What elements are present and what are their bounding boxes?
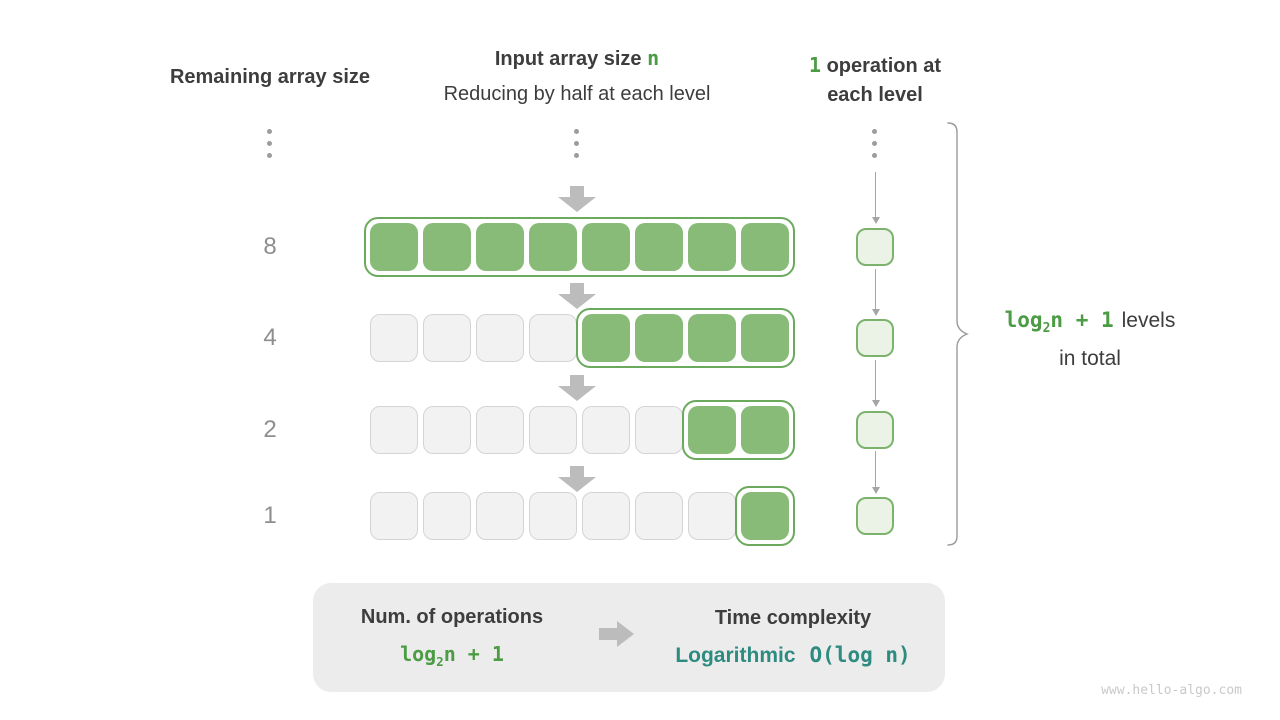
operation-cell	[856, 228, 894, 266]
array-cell-gray	[582, 406, 630, 454]
down-arrow-icon	[558, 186, 596, 212]
operation-cell	[856, 497, 894, 535]
input-array-size-text: Input array size	[494, 48, 642, 70]
time-complexity-title: Time complexity	[714, 607, 872, 629]
in-total-text: in total	[1059, 347, 1121, 371]
one-operation-count: 1	[808, 53, 822, 77]
row-label: 2	[263, 416, 277, 443]
active-subarray	[576, 308, 795, 368]
operation-cell	[856, 411, 894, 449]
vertical-ellipsis-icon	[267, 129, 272, 158]
array-row	[364, 217, 795, 277]
each-level-text: each level	[827, 84, 923, 106]
down-arrow-icon	[558, 375, 596, 401]
arrow-line-icon	[871, 269, 880, 316]
remaining-array-size-header: Remaining array size	[169, 66, 371, 88]
array-cell-green	[635, 223, 683, 271]
time-complexity-group: Time complexity Logarithmic O(log n)	[655, 583, 931, 692]
array-row	[370, 308, 795, 368]
array-cell-green	[529, 223, 577, 271]
array-cell-green	[476, 223, 524, 271]
num-operations-title: Num. of operations	[360, 606, 544, 628]
array-cell-gray	[635, 406, 683, 454]
log2n-plus-1-formula: log2n + 1	[1004, 308, 1114, 337]
array-cell-green	[741, 314, 789, 362]
operation-cell	[856, 319, 894, 357]
down-arrow-icon	[558, 466, 596, 492]
array-cell-gray	[423, 314, 471, 362]
n-variable: n	[647, 46, 660, 70]
active-subarray	[364, 217, 795, 277]
curly-brace	[947, 122, 969, 546]
num-operations-formula: log2n + 1	[400, 642, 504, 669]
vertical-ellipsis-icon	[872, 129, 877, 158]
array-cell-gray	[370, 314, 418, 362]
site-watermark: www.hello-algo.com	[1101, 683, 1242, 698]
array-cell-green	[688, 406, 736, 454]
row-label: 4	[263, 324, 277, 351]
levels-total-label: log2n + 1 levels in total	[985, 305, 1195, 374]
right-arrow-icon	[599, 621, 634, 647]
array-cell-gray	[370, 492, 418, 540]
array-cell-green	[741, 406, 789, 454]
array-cell-gray	[476, 314, 524, 362]
vertical-ellipsis-icon	[574, 129, 579, 158]
array-cell-gray	[476, 406, 524, 454]
array-cell-green	[582, 314, 630, 362]
array-row	[370, 400, 795, 460]
array-cell-gray	[688, 492, 736, 540]
row-label: 8	[263, 233, 277, 260]
array-cell-gray	[529, 492, 577, 540]
row-label: 1	[263, 502, 277, 529]
active-subarray	[735, 486, 795, 546]
array-cell-green	[635, 314, 683, 362]
array-cell-gray	[370, 406, 418, 454]
array-cell-gray	[423, 492, 471, 540]
array-cell-gray	[529, 314, 577, 362]
array-cell-gray	[529, 406, 577, 454]
arrow-line-icon	[871, 172, 880, 224]
array-cell-green	[741, 223, 789, 271]
array-cell-gray	[635, 492, 683, 540]
array-cell-green	[370, 223, 418, 271]
reducing-subheader: Reducing by half at each level	[443, 83, 711, 105]
array-cell-gray	[423, 406, 471, 454]
array-cell-green	[688, 223, 736, 271]
summary-box: Num. of operations log2n + 1 Time comple…	[313, 583, 945, 692]
levels-text: levels	[1121, 309, 1176, 332]
array-cell-green	[423, 223, 471, 271]
num-operations-group: Num. of operations log2n + 1	[313, 583, 591, 692]
operation-at-text: operation at	[826, 55, 942, 77]
array-cell-green	[582, 223, 630, 271]
array-row	[370, 486, 795, 546]
array-cell-gray	[476, 492, 524, 540]
big-o-notation: O(log n)	[809, 643, 911, 667]
operations-per-level-header: 1 operation at each level	[775, 51, 975, 110]
arrow-line-icon	[871, 451, 880, 494]
input-array-size-header: Input array size n	[427, 46, 727, 71]
array-cell-green	[741, 492, 789, 540]
array-cell-gray	[582, 492, 630, 540]
complexity-value: Logarithmic O(log n)	[675, 643, 910, 668]
array-cell-green	[688, 314, 736, 362]
arrow-line-icon	[871, 360, 880, 407]
logarithmic-text: Logarithmic	[675, 644, 796, 667]
active-subarray	[682, 400, 795, 460]
down-arrow-icon	[558, 283, 596, 309]
